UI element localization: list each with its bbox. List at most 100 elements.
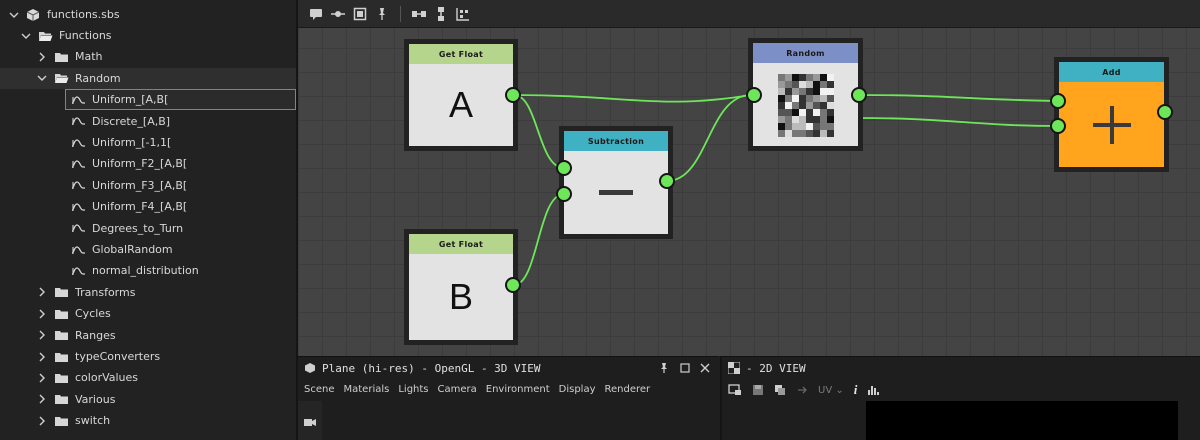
function-icon xyxy=(70,136,86,150)
subtraction-output-port[interactable] xyxy=(659,173,675,189)
tree-folder-ranges[interactable]: Ranges xyxy=(0,325,296,346)
view-3d-side-toolbar xyxy=(298,401,322,440)
chevron-down-icon[interactable] xyxy=(20,30,32,42)
subtraction-input-port-1[interactable] xyxy=(556,160,572,176)
distribute-icon[interactable] xyxy=(453,4,473,24)
view-2d-canvas[interactable] xyxy=(866,401,1178,440)
graph-editor[interactable]: Get Float A Get Float B Subtraction Rand… xyxy=(298,0,1200,356)
menu-item-scene[interactable]: Scene xyxy=(304,383,335,395)
menu-item-renderer[interactable]: Renderer xyxy=(604,383,651,395)
maximize-icon[interactable] xyxy=(680,363,690,373)
tree-folder-math[interactable]: Math xyxy=(0,46,296,67)
random-node[interactable]: Random xyxy=(748,38,863,151)
tree-function-item[interactable]: Degrees_to_Turn xyxy=(0,218,296,239)
tree-folder-typeconverters[interactable]: typeConverters xyxy=(0,346,296,367)
folder-icon xyxy=(53,371,69,385)
tree-item-label: GlobalRandom xyxy=(92,243,173,256)
camera-icon[interactable] xyxy=(304,417,316,427)
add-output-port[interactable] xyxy=(1157,104,1173,120)
random-output-port[interactable] xyxy=(851,87,867,103)
chevron-right-icon[interactable] xyxy=(36,351,48,363)
function-icon xyxy=(70,221,86,235)
chevron-right-icon[interactable] xyxy=(36,415,48,427)
tree-item-label: Functions xyxy=(59,29,112,42)
tree-function-item[interactable]: Uniform_[-1,1[ xyxy=(0,132,296,153)
add-input-port-1[interactable] xyxy=(1050,93,1066,109)
tree-item-label: Random xyxy=(75,71,121,85)
node-symbol: B xyxy=(448,276,473,317)
tree-function-item[interactable]: Uniform_[A,B[ xyxy=(65,89,296,111)
tree-item-label: Uniform_F4_[A,B[ xyxy=(92,200,188,214)
save-icon[interactable] xyxy=(752,384,764,396)
tree-item-label: Transforms xyxy=(75,285,136,299)
copy-icon[interactable] xyxy=(774,384,786,396)
frame-icon[interactable] xyxy=(350,4,370,24)
comment-icon[interactable] xyxy=(306,4,326,24)
menu-item-display[interactable]: Display xyxy=(558,383,596,395)
tree-folder-random[interactable]: Random xyxy=(0,67,296,89)
tree-function-item[interactable]: Uniform_F4_[A,B[ xyxy=(0,196,296,217)
chevron-right-icon[interactable] xyxy=(36,51,48,63)
tree-folder-colorvalues[interactable]: colorValues xyxy=(0,367,296,388)
tree-folder-transforms[interactable]: Transforms xyxy=(0,282,296,303)
close-icon[interactable] xyxy=(700,363,710,373)
tree-item-label: Uniform_F2_[A,B[ xyxy=(92,157,188,171)
checker-icon xyxy=(728,362,740,374)
menu-item-materials[interactable]: Materials xyxy=(343,383,390,395)
align-horizontal-icon[interactable] xyxy=(409,4,429,24)
explorer-file-name: functions.sbs xyxy=(47,8,120,21)
function-icon xyxy=(70,243,86,257)
view-2d-title: - 2D VIEW xyxy=(746,361,806,375)
tree-function-item[interactable]: Uniform_F2_[A,B[ xyxy=(0,153,296,174)
pin-icon[interactable] xyxy=(658,362,670,374)
tree-folder-various[interactable]: Various xyxy=(0,389,296,410)
menu-item-environment[interactable]: Environment xyxy=(485,383,550,395)
node-body xyxy=(1059,82,1164,167)
menu-item-lights[interactable]: Lights xyxy=(398,383,429,395)
tree-function-item[interactable]: Uniform_F3_[A,B[ xyxy=(0,175,296,196)
subtraction-node[interactable]: Subtraction xyxy=(559,126,673,239)
output-port-a[interactable] xyxy=(505,87,521,103)
view-2d-toolbar: UV ⌄ i xyxy=(722,379,1200,401)
align-vertical-icon[interactable] xyxy=(431,4,451,24)
histogram-icon[interactable] xyxy=(867,384,880,396)
view-3d-titlebar: Plane (hi-res) - OpenGL - 3D VIEW xyxy=(298,357,718,379)
pin-icon[interactable] xyxy=(328,4,348,24)
function-icon xyxy=(70,93,86,107)
random-input-port[interactable] xyxy=(746,87,762,103)
pin-node-icon[interactable] xyxy=(372,4,392,24)
add-input-port-2[interactable] xyxy=(1050,118,1066,134)
chevron-right-icon[interactable] xyxy=(36,329,48,341)
function-icon xyxy=(70,200,86,214)
fit-view-icon[interactable] xyxy=(728,384,742,396)
output-port-b[interactable] xyxy=(505,277,521,293)
add-node[interactable]: Add xyxy=(1054,57,1169,172)
folder-icon xyxy=(53,328,69,342)
chevron-down-icon[interactable] xyxy=(8,9,20,21)
node-body: A xyxy=(409,64,513,146)
tree-item-label: switch xyxy=(75,414,111,428)
folder-open-icon xyxy=(37,29,53,43)
tree-folder-switch[interactable]: switch xyxy=(0,410,296,431)
tree-folder-functions[interactable]: Functions xyxy=(0,25,296,46)
tree-folder-cycles[interactable]: Cycles xyxy=(0,303,296,324)
node-header: Subtraction xyxy=(564,131,668,151)
menu-item-camera[interactable]: Camera xyxy=(437,383,477,395)
uv-dropdown[interactable]: UV ⌄ xyxy=(818,385,844,396)
chevron-right-icon[interactable] xyxy=(36,372,48,384)
tree-function-item[interactable]: Discrete_[A,B] xyxy=(0,111,296,132)
share-icon[interactable] xyxy=(796,384,808,396)
explorer-root-row[interactable]: functions.sbs xyxy=(0,4,296,25)
chevron-right-icon[interactable] xyxy=(36,393,48,405)
tree-function-item[interactable]: normal_distribution xyxy=(0,260,296,281)
get-float-b-node[interactable]: Get Float B xyxy=(404,229,518,345)
tree-function-item[interactable]: GlobalRandom xyxy=(0,239,296,260)
chevron-right-icon[interactable] xyxy=(36,286,48,298)
chevron-right-icon[interactable] xyxy=(36,308,48,320)
subtraction-input-port-2[interactable] xyxy=(556,186,572,202)
chevron-down-icon[interactable] xyxy=(36,72,48,84)
get-float-a-node[interactable]: Get Float A xyxy=(404,39,518,151)
node-header: Add xyxy=(1059,62,1164,82)
info-icon[interactable]: i xyxy=(853,382,858,397)
chevron-down-icon: ⌄ xyxy=(835,384,844,396)
